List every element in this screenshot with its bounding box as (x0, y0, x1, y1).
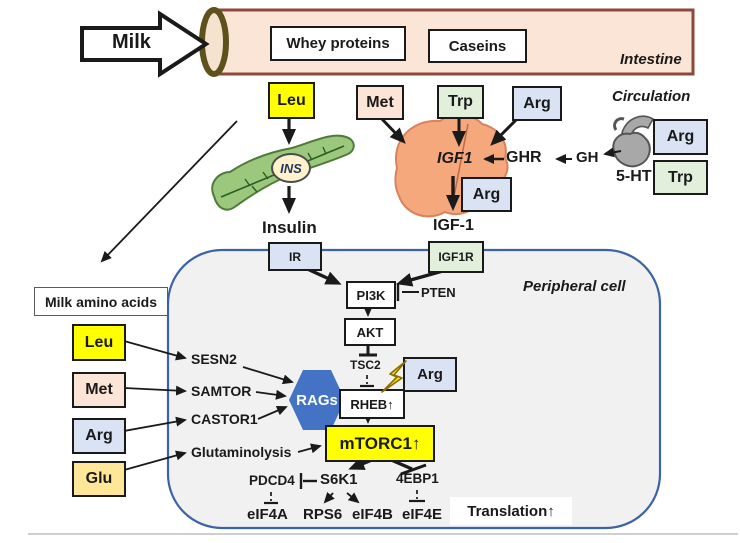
pancreas-duct-branches (244, 146, 327, 193)
ghr-label: GHR (506, 149, 542, 166)
tsc2-label: TSC2 (350, 358, 381, 372)
arg-box-top: Arg (512, 86, 562, 121)
ins-oval: INS (271, 153, 311, 183)
pten-label: PTEN (421, 285, 456, 300)
rags-hexagon: RAGs (289, 370, 345, 430)
castor1-label: CASTOR1 (191, 411, 258, 427)
arg-box-liver: Arg (461, 177, 512, 212)
circulation-label: Circulation (612, 88, 691, 105)
milk-arrow-shape (80, 10, 210, 78)
sesn2-label: SESN2 (191, 351, 237, 367)
igf1-secreted-label: IGF-1 (433, 217, 474, 234)
eif4b-label: eIF4B (352, 506, 393, 523)
leu-box-top: Leu (268, 82, 315, 119)
glutaminolysis-label: Glutaminolysis (191, 444, 292, 460)
glu-box-cell: Glu (72, 461, 126, 497)
milk-label: Milk (112, 31, 151, 53)
met-box-cell: Met (72, 372, 126, 408)
igf1-liver-label: IGF1 (437, 150, 473, 167)
leu-box-cell: Leu (72, 324, 126, 361)
trp-box-top: Trp (437, 85, 484, 119)
caseins-box: Caseins (428, 29, 527, 63)
figure-bottom-rule (28, 533, 738, 535)
translation-box: Translation↑ (450, 497, 572, 525)
insulin-label: Insulin (262, 218, 317, 237)
arg-box-aa: Arg (72, 418, 126, 454)
mtorc1-box: mTORC1↑ (325, 425, 435, 462)
arg-box-cell: Arg (403, 357, 457, 392)
eif4e-label: eIF4E (402, 506, 443, 523)
akt-box: AKT (344, 318, 396, 346)
met-box-top: Met (356, 85, 404, 120)
trp-box-circulation: Trp (653, 160, 708, 195)
rheb-box: RHEB↑ (339, 389, 405, 419)
4ebp1-label: 4EBP1 (396, 471, 439, 486)
peripheral-cell-label: Peripheral cell (523, 278, 626, 295)
ir-receptor-box: IR (268, 242, 322, 271)
samtor-label: SAMTOR (191, 383, 252, 399)
intestine-label: Intestine (620, 51, 682, 68)
rps6-label: RPS6 (303, 506, 343, 523)
gh-label: GH (576, 149, 599, 166)
pituitary-body (612, 131, 651, 168)
whey-proteins-box: Whey proteins (270, 26, 406, 61)
pdcd4-label: PDCD4 (249, 473, 295, 488)
s6k1-label: S6K1 (320, 471, 358, 488)
serotonin-label: 5-HT (616, 168, 652, 185)
pituitary-curl (613, 117, 625, 131)
igf1r-receptor-box: IGF1R (428, 241, 484, 273)
milk-amino-acids-box: Milk amino acids (34, 287, 168, 316)
eif4a-label: eIF4A (247, 506, 288, 523)
pi3k-box: PI3K (346, 281, 396, 309)
arg-box-circulation: Arg (653, 119, 708, 155)
